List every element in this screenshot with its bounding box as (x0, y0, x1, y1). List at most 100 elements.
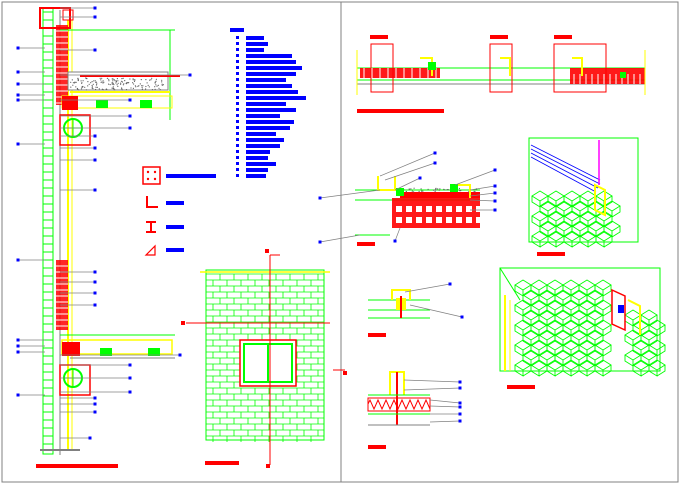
iso-brick (594, 319, 612, 337)
block-cavity (476, 217, 482, 223)
gravel-dot (90, 82, 92, 84)
gravel-dot (116, 84, 118, 86)
gravel-dot (112, 87, 114, 89)
leader-marker (128, 376, 132, 380)
block-cavity (436, 217, 442, 223)
gravel-dot (158, 87, 160, 89)
legend-entry-bar (246, 138, 284, 142)
leader-marker (93, 48, 97, 52)
block-cavity (426, 206, 432, 212)
gravel-dot (121, 89, 123, 91)
gravel-dot (78, 89, 80, 91)
legend-entry-bar (246, 114, 280, 118)
gravel-dot (460, 190, 462, 192)
gravel-dot (129, 78, 131, 80)
leader-marker (493, 199, 497, 203)
gravel-dot (437, 188, 439, 190)
gravel-dot (95, 84, 98, 86)
gravel-dot (93, 80, 95, 82)
leader-marker (93, 291, 97, 295)
leader-line (319, 189, 381, 199)
gravel-dot (409, 189, 411, 191)
leader-marker (448, 282, 452, 286)
gravel-dot (96, 83, 98, 85)
gravel-dot (94, 80, 96, 82)
gravel-dot (72, 82, 74, 84)
gravel-dot (141, 88, 143, 90)
gravel-dot (422, 190, 424, 192)
iso-brick (594, 279, 612, 297)
box-with-dots-symbol (142, 166, 216, 185)
gravel-dot (74, 81, 76, 83)
gravel-dot (117, 85, 119, 87)
legend-entry-bar (246, 66, 302, 70)
leader-marker (458, 405, 462, 409)
block-cavity (436, 206, 442, 212)
gravel-dot (72, 84, 74, 86)
gravel-dot (147, 84, 149, 86)
wall-section-elevation (16, 6, 192, 468)
leader-line (429, 420, 461, 423)
leader-marker (433, 161, 437, 165)
leader-marker (128, 114, 132, 118)
gravel-dot (120, 83, 122, 85)
legend-entry-marker (236, 168, 239, 171)
gravel-dot (122, 77, 124, 79)
legend-entry-bar (246, 36, 264, 40)
block-cavity (406, 206, 412, 212)
gravel-dot (123, 83, 125, 85)
gravel-dot (111, 87, 113, 89)
leader-marker (16, 70, 20, 74)
gravel-dot (121, 87, 123, 89)
block-cavity (396, 206, 402, 212)
iso-brick (586, 349, 604, 367)
gravel-dot (459, 190, 461, 192)
gravel-dot (155, 80, 157, 82)
gravel-dot (87, 81, 89, 83)
legend-entry-marker (236, 108, 239, 111)
leader-marker (16, 344, 20, 348)
gravel-dot (75, 81, 77, 83)
gravel-dot (151, 77, 153, 79)
gravel-dot (150, 79, 152, 81)
angle-profile-symbol (146, 196, 184, 208)
legend-entry-marker (236, 96, 239, 99)
leader-line (394, 177, 421, 191)
leader-marker (93, 303, 97, 307)
leader-line (469, 192, 496, 197)
legend-entry-marker (236, 42, 239, 45)
leader-marker (16, 142, 20, 146)
gravel-dot (154, 86, 156, 88)
legend-entry-marker (236, 162, 239, 165)
block-cavity (446, 217, 452, 223)
gravel-dot (434, 190, 436, 192)
legend-entry-marker (236, 90, 239, 93)
gravel-dot (117, 80, 119, 82)
leader-marker (493, 191, 497, 195)
gravel-dot (80, 80, 82, 82)
gravel-dot (95, 86, 97, 88)
gravel-dot (446, 189, 448, 191)
gravel-dot (421, 190, 423, 192)
section-title-underline (36, 464, 118, 468)
legend-entry-marker (236, 72, 239, 75)
gravel-dot (435, 189, 437, 191)
leader-line (469, 199, 496, 202)
gravel-dot (141, 86, 143, 88)
legend-entry-marker (236, 66, 239, 69)
gravel-dot (117, 82, 119, 84)
gravel-dot (91, 86, 93, 88)
gravel-dot (108, 78, 110, 80)
leader-marker (16, 350, 20, 354)
legend-entry-bar (246, 54, 292, 58)
iso-brick (648, 359, 666, 377)
legend-entry-marker (236, 138, 239, 141)
gravel-dot (145, 88, 147, 90)
leader-marker (16, 338, 20, 342)
gravel-dot (81, 82, 83, 84)
gravel-dot (111, 81, 113, 84)
legend-entry-bar (246, 126, 290, 130)
block-cavity (456, 217, 462, 223)
gravel-dot (126, 82, 129, 84)
